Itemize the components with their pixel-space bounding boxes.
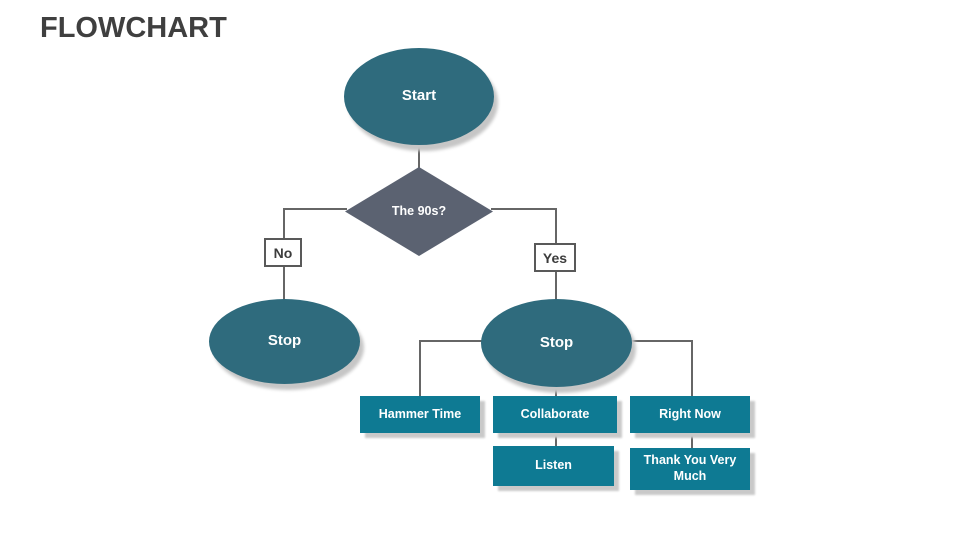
edge-label-no-text: No xyxy=(273,244,293,261)
node-stop-no-label: Stop xyxy=(267,332,302,350)
edge-label-no: No xyxy=(264,238,302,267)
connector-decision-no-h xyxy=(283,208,347,210)
connector-stop-hammertime-v xyxy=(419,340,421,398)
node-hammer-time-label: Hammer Time xyxy=(378,406,462,421)
node-start-label: Start xyxy=(401,87,437,105)
node-decision-label: The 90s? xyxy=(391,203,447,218)
node-stop-yes-label: Stop xyxy=(539,333,574,351)
edge-label-yes-text: Yes xyxy=(542,249,568,266)
connector-stop-rightnow-v xyxy=(691,340,693,398)
node-right-now-label: Right Now xyxy=(659,406,721,421)
node-stop-yes: Stop xyxy=(481,299,632,387)
connector-decision-yes-h xyxy=(491,208,556,210)
node-collaborate: Collaborate xyxy=(493,396,617,433)
connector-start-decision xyxy=(418,145,420,170)
node-decision: The 90s? xyxy=(345,167,493,256)
node-start: Start xyxy=(344,48,494,145)
node-stop-no: Stop xyxy=(209,299,360,384)
node-hammer-time: Hammer Time xyxy=(360,396,480,433)
node-collaborate-label: Collaborate xyxy=(520,406,590,421)
connector-rightnow-thankyou xyxy=(691,431,693,450)
edge-label-yes: Yes xyxy=(534,243,576,272)
node-thank-you: Thank You Very Much xyxy=(630,448,750,490)
node-listen: Listen xyxy=(493,446,614,486)
connector-collaborate-listen xyxy=(555,431,557,448)
node-right-now: Right Now xyxy=(630,396,750,433)
node-thank-you-label: Thank You Very Much xyxy=(643,453,737,483)
node-listen-label: Listen xyxy=(535,458,572,473)
slide-title: FLOWCHART xyxy=(40,12,227,44)
